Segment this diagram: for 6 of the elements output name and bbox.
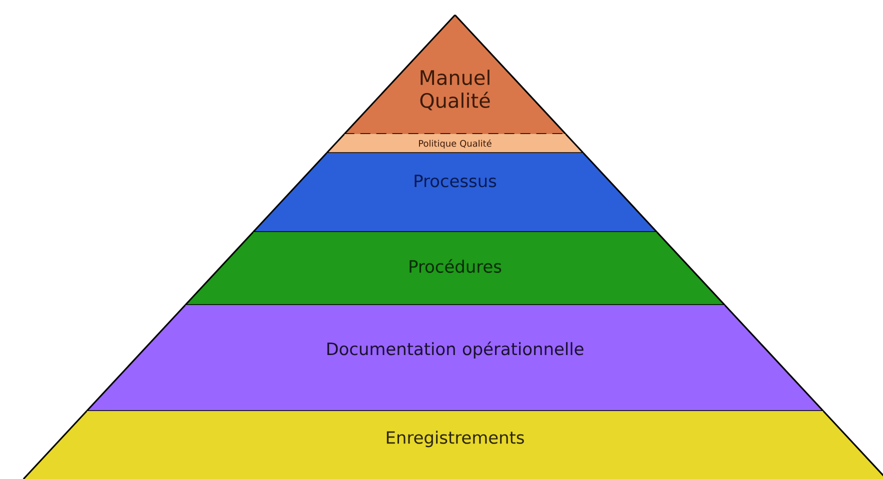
pyramid-band: Documentation opérationnelle	[86, 304, 824, 412]
pyramid-band: Procédures	[184, 231, 726, 306]
pyramid-band: Enregistrements	[22, 410, 883, 479]
pyramid-band: Processus	[252, 152, 658, 233]
pyramid-band: Manuel Qualité	[344, 14, 566, 135]
pyramid-band: Politique Qualité	[326, 133, 584, 154]
